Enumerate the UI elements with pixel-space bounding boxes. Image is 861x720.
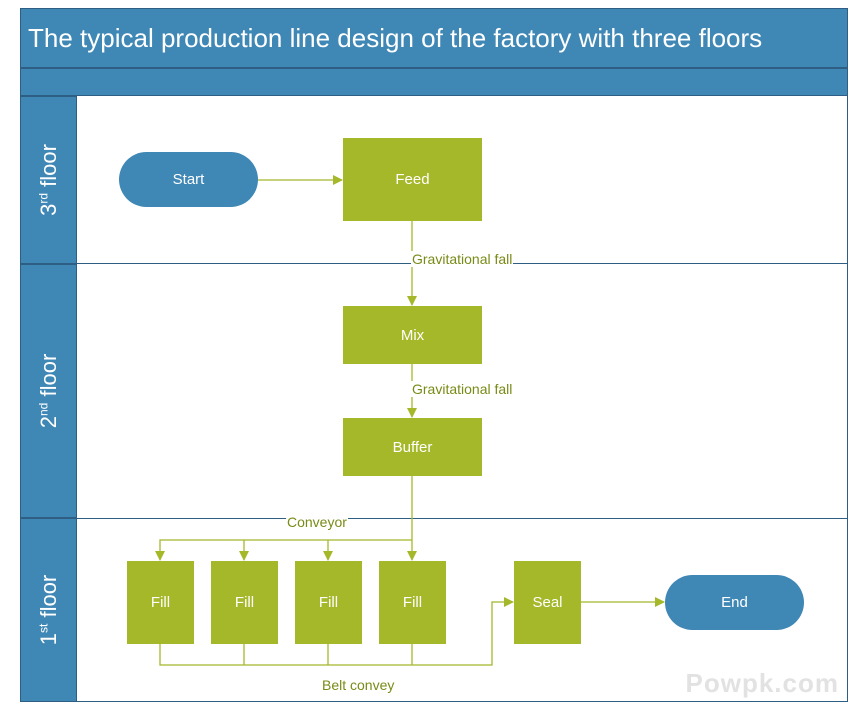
fill-node-2: Fill	[211, 561, 278, 644]
mix-node: Mix	[343, 306, 482, 364]
seal-node: Seal	[514, 561, 581, 644]
feed-node: Feed	[343, 138, 482, 221]
buffer-node: Buffer	[343, 418, 482, 476]
diagram-title: The typical production line design of th…	[28, 23, 763, 53]
edge-label-gravitational-fall-1: Gravitational fall	[411, 251, 514, 267]
end-node: End	[665, 575, 804, 630]
lane-divider-2-1	[77, 518, 848, 519]
fill-node-3: Fill	[295, 561, 362, 644]
start-node: Start	[119, 152, 258, 207]
lane-header-1st-floor: 1st floor	[20, 518, 77, 702]
edge-label-belt-convey: Belt convey	[321, 677, 396, 693]
edge-label-gravitational-fall-2: Gravitational fall	[411, 381, 514, 397]
fill-node-4: Fill	[379, 561, 446, 644]
lane-header-3rd-floor: 3rd floor	[20, 96, 77, 264]
connector-conveyor-bus	[155, 539, 412, 561]
lane-header-2nd-floor: 2nd floor	[20, 264, 77, 518]
connector-belt	[159, 597, 514, 666]
watermark-logo: Powpk.com	[685, 668, 839, 698]
header-subbar	[20, 68, 848, 96]
title-bar	[20, 8, 848, 68]
fill-node-1: Fill	[127, 561, 194, 644]
edge-label-conveyor: Conveyor	[286, 514, 348, 530]
